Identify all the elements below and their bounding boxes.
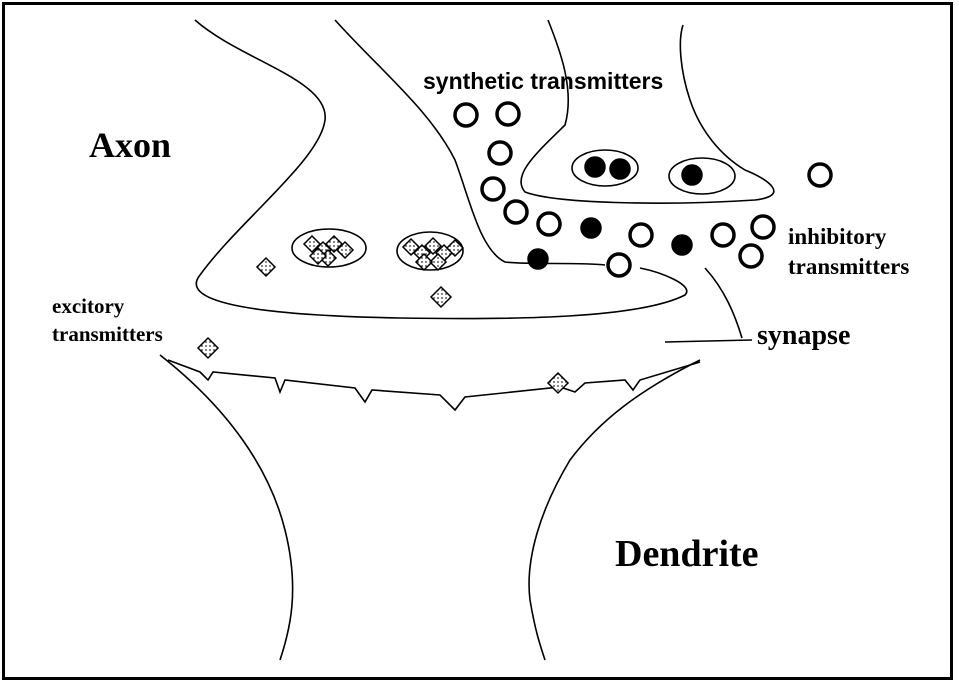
filled-circle-icon (581, 218, 601, 238)
postsynaptic-membrane (168, 360, 700, 410)
excitory-line-2: transmitters (52, 320, 163, 348)
filled-circle-icon (672, 235, 692, 255)
open-circle-icon (712, 224, 734, 246)
dotted-diamond-icon (257, 258, 275, 276)
open-circle-icon (630, 224, 652, 246)
dotted-diamond-icon (431, 287, 451, 307)
filled-circle-icon (528, 249, 548, 269)
filled-circle-icon (682, 165, 702, 185)
open-circle-icon (752, 216, 774, 238)
open-circle-icon (455, 104, 477, 126)
axon-label: Axon (89, 127, 171, 163)
filled-circle-icon (610, 159, 630, 179)
open-circle-icon (497, 103, 519, 125)
synapse-pointer (665, 268, 752, 342)
open-circle-icon (538, 213, 560, 235)
open-circle-icon (505, 201, 527, 223)
synapse-label: synapse (757, 322, 850, 350)
inhibitory-transmitters-label: inhibitory transmitters (788, 222, 909, 282)
synthetic-terminal-outline (521, 20, 774, 203)
inhibitory-line-2: transmitters (788, 252, 909, 282)
inhibitory-line-1: inhibitory (788, 222, 909, 252)
dendrite-outline (529, 360, 700, 660)
filled-circle-icon (585, 157, 605, 177)
open-circle-icon (489, 142, 511, 164)
dotted-diamond-icon (548, 373, 568, 393)
dotted-diamond-icon (198, 338, 218, 358)
excitory-transmitters-label: excitory transmitters (52, 292, 163, 348)
open-circle-icon (482, 178, 504, 200)
dendrite-outline (160, 355, 293, 660)
open-circle-icon (740, 245, 762, 267)
synthetic-transmitters-label: synthetic transmitters (423, 70, 663, 93)
dendrite-label: Dendrite (615, 535, 759, 573)
excitory-line-1: excitory (52, 292, 163, 320)
open-circle-icon (608, 254, 630, 276)
open-circle-icon (809, 164, 831, 186)
axon-inner-outline (335, 20, 605, 265)
